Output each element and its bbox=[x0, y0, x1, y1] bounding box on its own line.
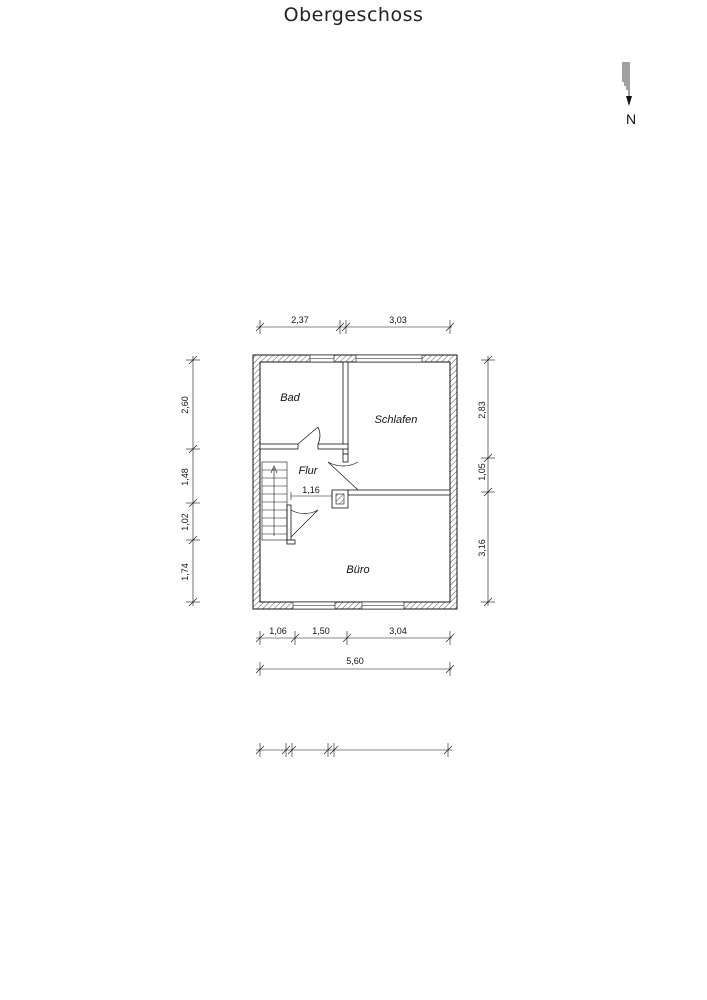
doors bbox=[290, 426, 359, 538]
room-buero: Büro bbox=[346, 564, 369, 576]
interior-walls bbox=[259, 361, 451, 545]
dim-top-right: 3,03 bbox=[389, 315, 407, 325]
dim-line-left bbox=[186, 355, 200, 607]
dim-right-3: 3,16 bbox=[477, 539, 487, 557]
crop-mask bbox=[250, 730, 460, 743]
room-schlafen: Schlafen bbox=[375, 414, 418, 426]
dim-right-2: 1,05 bbox=[477, 463, 487, 481]
dim-line-top bbox=[255, 320, 455, 334]
dim-flur-width: 1,16 bbox=[302, 485, 320, 495]
room-bad: Bad bbox=[280, 392, 300, 404]
page-title: Obergeschoss bbox=[283, 4, 424, 26]
north-label: N bbox=[626, 111, 636, 127]
dim-bottom-3: 3,04 bbox=[389, 626, 407, 636]
staircase bbox=[261, 461, 288, 541]
dim-top-left: 2,37 bbox=[291, 315, 309, 325]
flur-dimension bbox=[290, 492, 333, 500]
dim-left-2: 1,48 bbox=[180, 468, 190, 486]
dim-left-4: 1,74 bbox=[180, 563, 190, 581]
dim-right-1: 2,83 bbox=[477, 401, 487, 419]
dim-bottom-1: 1,06 bbox=[269, 626, 287, 636]
dim-bottom-total: 5,60 bbox=[346, 656, 364, 666]
dim-line-bottom-parts bbox=[255, 631, 455, 645]
dim-left-1: 2,60 bbox=[180, 396, 190, 414]
dim-line-cropped bbox=[255, 743, 453, 757]
outer-walls bbox=[252, 354, 458, 610]
dim-left-3: 1,02 bbox=[180, 513, 190, 531]
dim-bottom-2: 1,50 bbox=[312, 626, 330, 636]
room-flur: Flur bbox=[299, 465, 319, 477]
dim-line-right bbox=[481, 355, 495, 607]
dim-line-bottom-total bbox=[255, 662, 455, 676]
north-arrow-icon: N bbox=[622, 62, 636, 127]
